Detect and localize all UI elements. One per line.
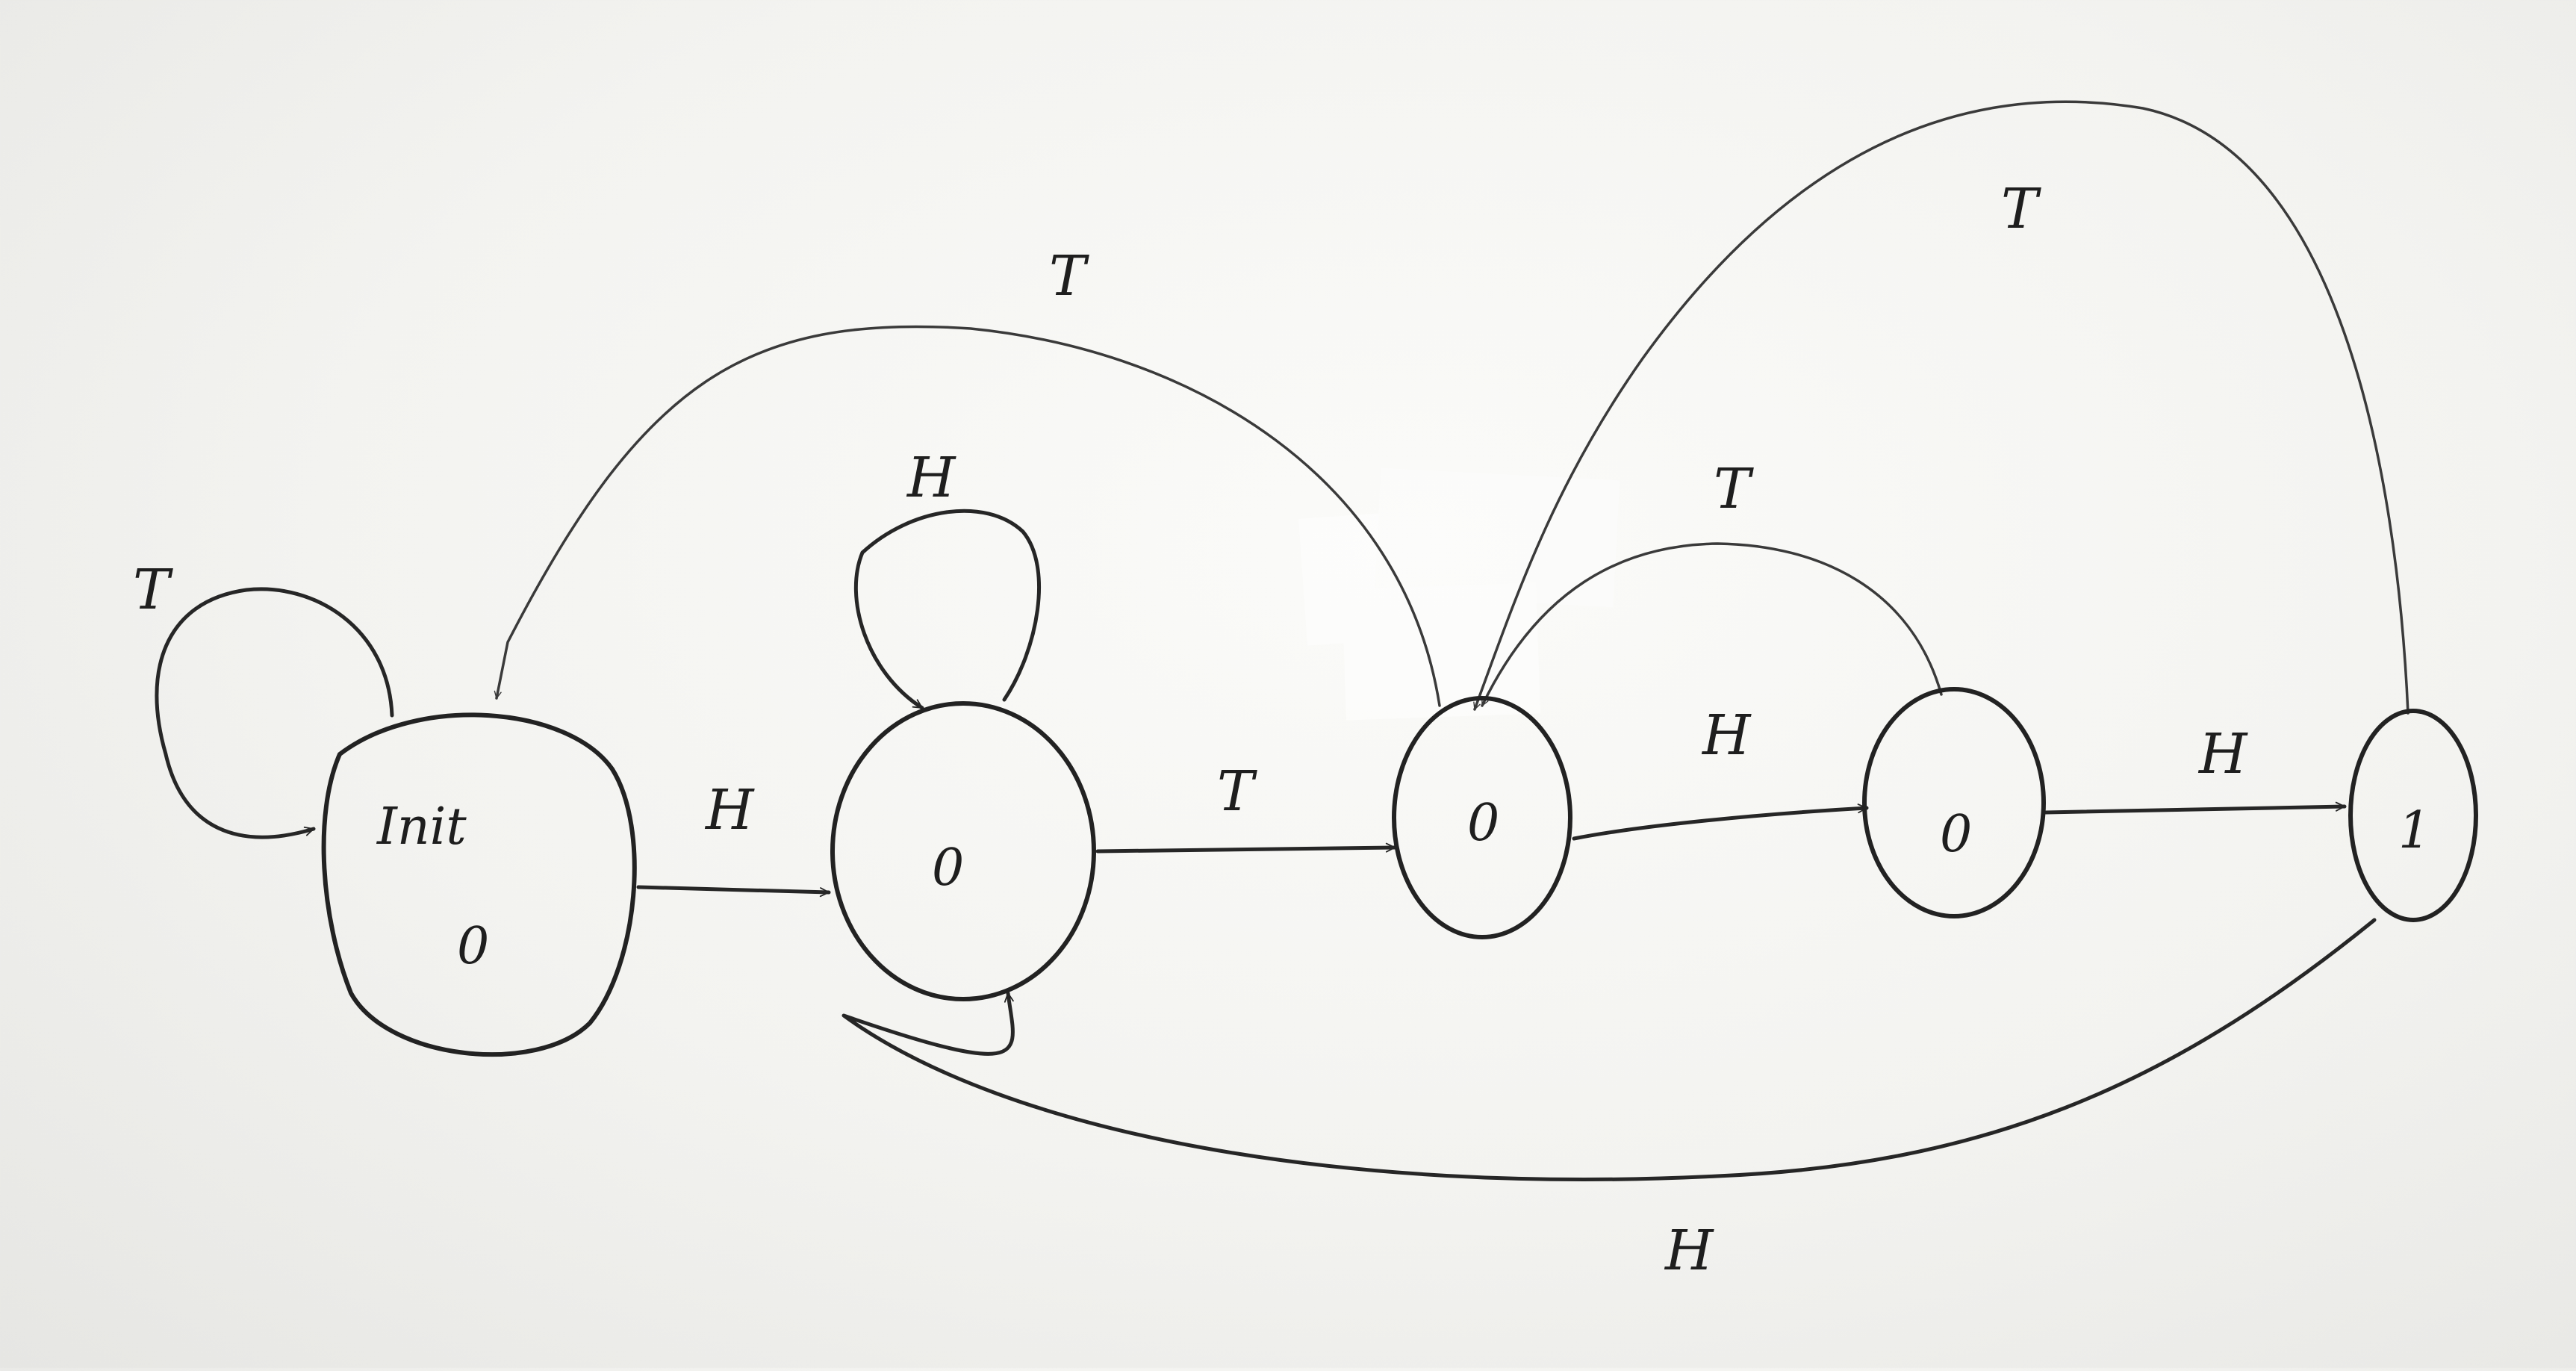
state-s1: 0 <box>830 701 1096 1001</box>
label-s1-to-s2-t: T <box>1217 759 1257 824</box>
label-s4-to-s1-h: H <box>1664 1219 1714 1283</box>
label-s3-to-s2-t: T <box>1714 457 1754 521</box>
state-init-circle <box>321 712 637 1057</box>
state-s3-output: 0 <box>1940 805 1972 864</box>
edge-s1-to-s2-t <box>1095 842 1397 854</box>
edge-s2-to-s3-h <box>1572 803 1869 841</box>
label-s2-to-s3-h: H <box>1701 703 1752 768</box>
state-s4-circle <box>2348 709 2478 922</box>
edge-init-self-t <box>155 587 394 839</box>
state-init-name: Init <box>376 798 467 857</box>
label-s2-to-init-t: T <box>1049 244 1089 308</box>
state-s4: 1 <box>2348 709 2478 922</box>
state-init: Init 0 <box>321 712 637 1057</box>
edge-init-to-s1-h <box>636 885 831 898</box>
state-s2-output: 0 <box>1467 794 1499 853</box>
state-s3-circle <box>1862 687 2046 918</box>
label-s3-to-s4-h: H <box>2197 722 2248 786</box>
label-init-self-t: T <box>133 558 173 622</box>
edge-s1-self-h <box>853 509 1042 710</box>
state-s3: 0 <box>1862 687 2046 918</box>
state-s2-circle <box>1392 696 1572 939</box>
label-s1-self-h: H <box>906 446 956 510</box>
state-s2: 0 <box>1392 696 1572 939</box>
state-init-output: 0 <box>457 917 489 976</box>
label-s4-to-s2-t: T <box>2001 177 2041 241</box>
edge-s4-to-s2-t <box>1473 100 2409 715</box>
state-s4-output: 1 <box>2398 801 2430 860</box>
edge-s4-to-s1-h <box>841 918 2377 1181</box>
edge-s3-to-s4-h <box>2044 801 2347 815</box>
state-s1-circle <box>830 701 1096 1001</box>
state-s1-output: 0 <box>932 839 964 898</box>
edge-s2-to-init-t <box>494 325 1441 707</box>
label-init-to-s1-h: H <box>704 778 755 842</box>
edge-s3-to-s2-t <box>1481 542 1943 707</box>
